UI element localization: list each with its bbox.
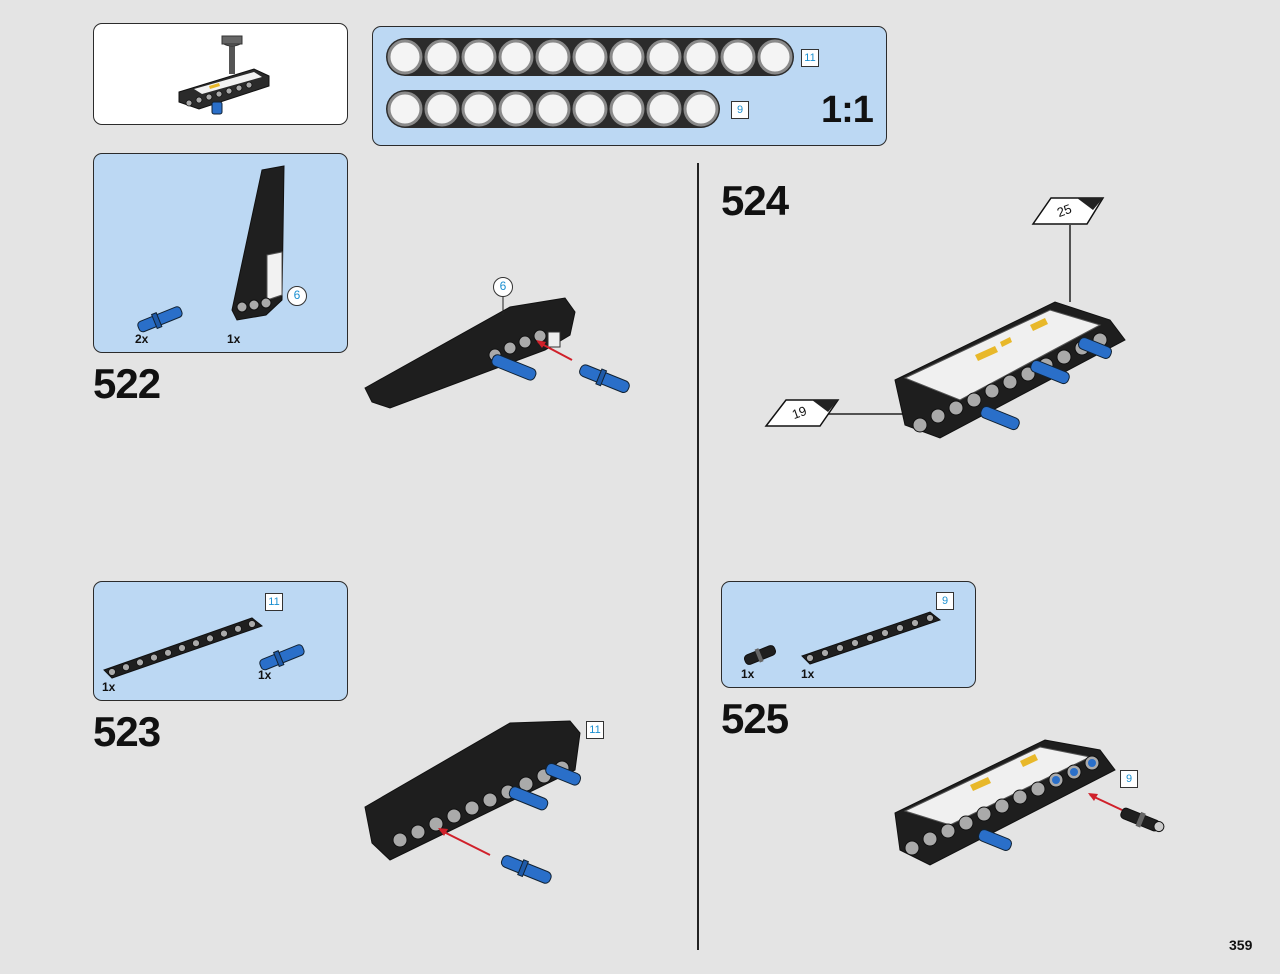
beam-hole <box>234 624 242 633</box>
beam-hole <box>866 634 874 642</box>
step-523-parts-panel: 11 1x 1x <box>93 581 348 701</box>
subassembly-reference-flag: 19 <box>764 398 840 428</box>
beam-hole <box>424 39 460 75</box>
beam-hole <box>851 639 859 647</box>
part-quantity: 1x <box>741 667 755 681</box>
beam-hole <box>683 91 719 127</box>
beam-11-image <box>386 38 794 76</box>
beam-hole <box>911 619 919 627</box>
part-quantity: 2x <box>135 332 149 346</box>
beam-hole <box>498 39 534 75</box>
black-panel-icon <box>231 165 285 321</box>
step-522-assembly-image <box>364 297 630 409</box>
beam-hole <box>122 663 130 672</box>
beam-hole <box>178 644 186 652</box>
beam-hole <box>498 91 534 127</box>
step-525-parts-panel: 9 1x 1x <box>721 581 976 688</box>
step-number: 525 <box>721 695 789 742</box>
beam-hole <box>821 649 829 657</box>
step-524-assembly-image <box>820 225 1126 439</box>
beam-hole <box>646 91 682 127</box>
beam-hole <box>609 39 645 75</box>
beam-hole <box>926 614 934 622</box>
beam-hole <box>108 668 116 676</box>
beam-hole <box>757 39 793 75</box>
beam-hole <box>683 39 719 75</box>
beam-icon <box>103 617 264 679</box>
part-length-badge: 9 <box>936 592 954 610</box>
beam-hole <box>248 620 256 628</box>
beam-length-badge: 9 <box>731 101 749 119</box>
beam-hole <box>806 654 814 662</box>
beam-icon <box>801 611 942 665</box>
beam-hole <box>424 91 460 127</box>
step-522-parts-panel: 6 2x 1x <box>93 153 348 353</box>
part-quantity: 1x <box>258 668 272 682</box>
step-callout-badge: 6 <box>493 277 513 297</box>
scale-ratio: 1:1 <box>821 89 874 131</box>
blue-pin-icon <box>259 644 305 671</box>
beam-length-badge: 11 <box>801 49 819 67</box>
step-number: 523 <box>93 708 161 755</box>
step-callout-badge: 9 <box>1120 770 1138 788</box>
beam-hole <box>461 91 497 127</box>
beam-hole <box>206 634 214 643</box>
page-number: 359 <box>1229 937 1253 953</box>
beam-hole <box>535 39 571 75</box>
part-quantity: 1x <box>102 680 116 694</box>
beam-hole <box>136 658 144 667</box>
subassembly-reference-flag: 25 <box>1031 196 1105 226</box>
part-length-badge: 11 <box>265 593 283 611</box>
column-divider <box>697 163 699 950</box>
beam-hole <box>572 39 608 75</box>
step-number: 524 <box>721 177 789 224</box>
preview-model-image <box>178 35 270 115</box>
step-525-assembly-image <box>894 739 1165 866</box>
scale-reference-panel: 11 9 1:1 <box>372 26 887 146</box>
beam-hole <box>881 629 889 637</box>
black-pin-icon <box>743 645 777 665</box>
beam-hole <box>646 39 682 75</box>
blue-pin-icon <box>137 306 183 333</box>
beam-hole <box>896 624 904 632</box>
part-length-badge: 6 <box>287 286 307 306</box>
beam-hole <box>387 39 423 75</box>
step-523-assembly-image <box>364 720 582 884</box>
beam-hole <box>461 39 497 75</box>
beam-hole <box>192 639 200 648</box>
beam-hole <box>387 91 423 127</box>
beam-hole <box>836 644 844 652</box>
beam-9-image <box>386 90 720 128</box>
beam-hole <box>220 629 228 638</box>
beam-hole <box>720 39 756 75</box>
preview-panel <box>93 23 348 125</box>
beam-hole <box>572 91 608 127</box>
beam-hole <box>150 653 158 662</box>
step-number: 522 <box>93 360 161 407</box>
part-quantity: 1x <box>227 332 241 346</box>
beam-hole <box>609 91 645 127</box>
part-quantity: 1x <box>801 667 815 681</box>
step-callout-badge: 11 <box>586 721 604 739</box>
beam-hole <box>535 91 571 127</box>
beam-hole <box>164 648 172 657</box>
